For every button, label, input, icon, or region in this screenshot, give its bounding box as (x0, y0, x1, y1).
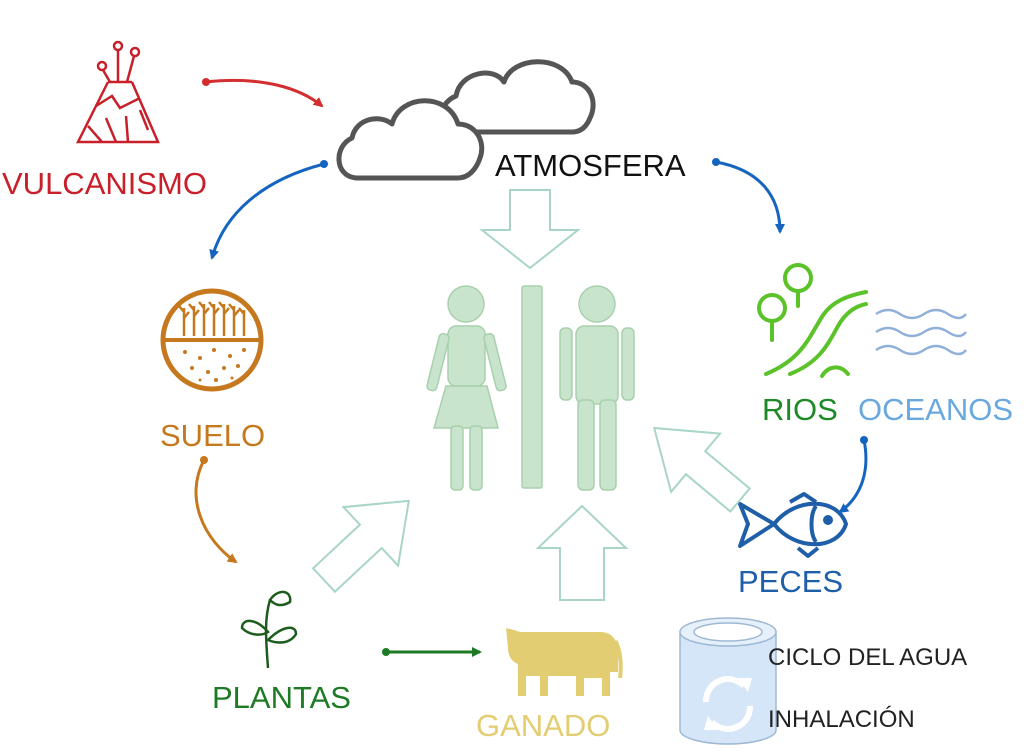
people-icon (426, 285, 635, 491)
arrow-fish-to-people (652, 426, 752, 513)
cloud-icon (336, 59, 596, 181)
label-suelo: SUELO (160, 418, 266, 453)
legend-inhalation: INHALACIÓN (768, 706, 915, 733)
label-rios: RIOS (762, 392, 838, 427)
arrow-atmosphere-to-rivers (712, 158, 785, 234)
arrow-plants-to-people (311, 499, 411, 594)
arrow-volcanism-to-atmosphere (202, 78, 324, 108)
label-plantas: PLANTAS (212, 680, 351, 715)
cow-icon (506, 628, 623, 696)
legend-water-cycle: CICLO DEL AGUA (768, 644, 968, 671)
label-atmosfera: ATMOSFERA (495, 148, 686, 183)
label-ganado: GANADO (476, 708, 611, 743)
arrow-soil-to-plants (194, 456, 238, 564)
label-peces: PECES (738, 564, 844, 599)
sprout-icon (240, 590, 298, 669)
arrow-atmosphere-to-people (479, 189, 581, 270)
label-oceanos: OCEANOS (858, 392, 1014, 427)
arrow-atmosphere-to-soil (209, 160, 328, 260)
waves-icon (875, 308, 967, 356)
arrow-livestock-to-people (535, 504, 629, 601)
arrow-oceans-to-fish (838, 436, 868, 514)
soil-icon (160, 288, 264, 392)
volcano-icon (75, 40, 160, 144)
cylinder-legend-icon (679, 617, 777, 745)
arrow-plants-to-livestock (382, 647, 482, 657)
label-vulcanismo: VULCANISMO (2, 166, 207, 201)
river-icon (757, 263, 868, 378)
fish-icon (738, 492, 848, 558)
